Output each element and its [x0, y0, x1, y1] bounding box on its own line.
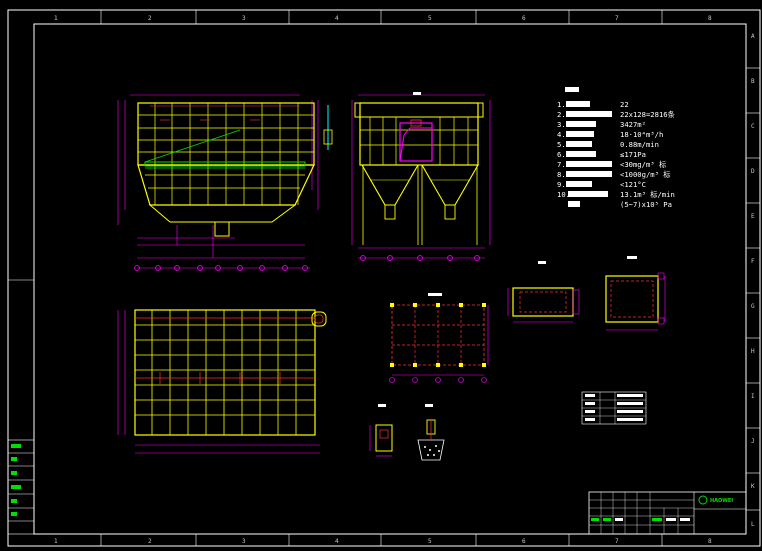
grid-label: 1: [54, 15, 58, 22]
spec-row-value: 18·10⁴m³/h: [620, 130, 663, 139]
grid-label: L: [751, 521, 755, 528]
right-grid-labels: A B C D E F G H I J K L: [751, 33, 755, 528]
grid-label: 8: [708, 15, 712, 22]
inner-frame: [33, 23, 747, 535]
top-grid-labels: 1 2 3 4 5 6 7 8: [54, 15, 712, 22]
grid-label: E: [751, 213, 755, 220]
grid-label: H: [751, 348, 755, 355]
foundation-plan-view: [389, 293, 489, 383]
outer-frame: [7, 9, 761, 547]
grid-label: 7: [615, 15, 619, 22]
grid-label: 8: [708, 538, 712, 545]
grid-label: 6: [522, 15, 526, 22]
spec-row-num: 2.: [557, 110, 566, 119]
spec-row-num: 8.: [557, 170, 566, 179]
grid-label: 3: [242, 15, 246, 22]
spec-table: 1. 22 2. 22x128=2816条 3. 3427m² 4. 18·10…: [557, 87, 675, 209]
spec-row-num: 5.: [557, 140, 566, 149]
bottom-grid-labels: 1 2 3 4 5 6 7 8: [54, 538, 712, 545]
spec-row-num: 3.: [557, 120, 566, 129]
grid-label: 7: [615, 538, 619, 545]
grid-label: 1: [54, 538, 58, 545]
small-detail-views: [369, 404, 445, 461]
company-logo-icon: [698, 495, 708, 505]
spec-row-num: 7.: [557, 160, 566, 169]
grid-label: 4: [335, 538, 339, 545]
grid-label: A: [751, 33, 755, 40]
grid-label: 6: [522, 538, 526, 545]
grid-label: 5: [428, 538, 432, 545]
spec-row-value: <121°C: [620, 180, 646, 189]
small-data-table: [581, 391, 647, 425]
spec-row-value: (5~7)x10⁵ Pa: [620, 200, 672, 209]
grid-label: C: [751, 123, 755, 130]
grid-label: G: [751, 303, 755, 310]
title-block: HAOWEI: [588, 491, 747, 535]
spec-row-value: 3427m²: [620, 120, 646, 129]
spec-row-num: 6.: [557, 150, 566, 159]
spec-row-num: 4.: [557, 130, 566, 139]
spec-row-value: <30mg/m³ 标: [620, 160, 666, 169]
spec-row-value: 22: [620, 100, 629, 109]
grid-label: K: [751, 483, 755, 490]
spec-row-num: 10.: [557, 190, 570, 199]
grid-label: D: [751, 168, 755, 175]
revision-table: [7, 439, 35, 535]
grid-label: 2: [148, 538, 152, 545]
spec-row-value: 0.88m/min: [620, 140, 659, 149]
front-elevation-view: [117, 94, 333, 271]
spec-row-num: 1.: [557, 100, 566, 109]
grid-ticks: [8, 10, 760, 546]
spec-row-num: 9.: [557, 180, 566, 189]
grid-label: I: [751, 393, 755, 400]
spec-row-value: <1000g/m³ 标: [620, 170, 670, 179]
spec-row-value: ≤171Pa: [620, 150, 646, 159]
grid-label: 2: [148, 15, 152, 22]
grid-label: 4: [335, 15, 339, 22]
grid-label: B: [751, 78, 755, 85]
company-logo-text: HAOWEI: [710, 498, 733, 504]
spec-row-value: 13.1m³ 标/min: [620, 190, 675, 199]
grid-label: 5: [428, 15, 432, 22]
spec-row-value: 22x128=2816条: [620, 110, 675, 119]
plan-view: [117, 309, 327, 454]
grid-label: 3: [242, 538, 246, 545]
side-elevation-view: [351, 92, 491, 261]
section-detail-views: [507, 256, 666, 331]
grid-label: F: [751, 258, 755, 265]
grid-label: J: [751, 438, 755, 445]
